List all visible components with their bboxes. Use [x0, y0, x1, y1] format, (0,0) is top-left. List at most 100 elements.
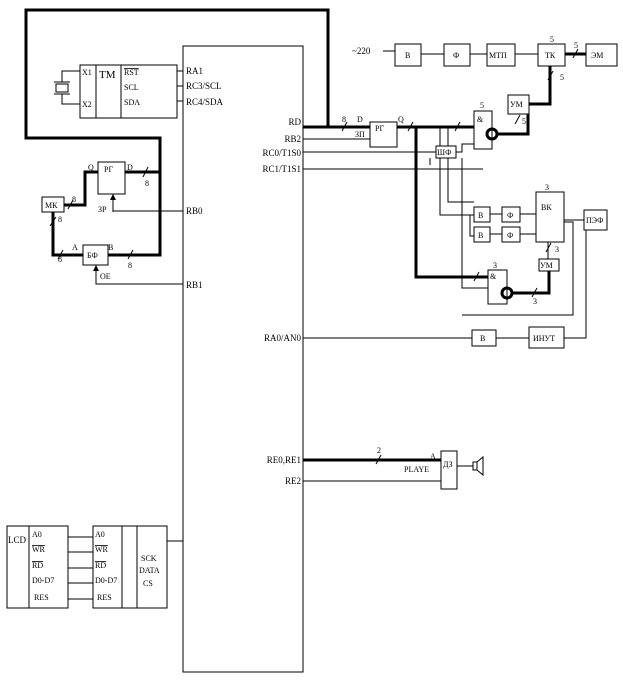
svg-text:В: В — [478, 211, 483, 220]
lcd-title: LCD — [8, 535, 27, 545]
svg-text:8: 8 — [58, 215, 62, 224]
power-rectifier — [394, 43, 422, 67]
svg-text:5: 5 — [574, 41, 578, 50]
tm-pin-rst: RST — [124, 68, 139, 77]
svg-text:Ф: Ф — [507, 211, 513, 220]
right-register-d: D — [357, 115, 363, 124]
mk-block: МК — [41, 196, 65, 213]
left-register-zr: ЗР — [98, 205, 107, 214]
svg-text:2: 2 — [377, 446, 381, 455]
svg-text:RD: RD — [95, 561, 106, 570]
mcu-pin-ra0: RA0/AN0 — [264, 333, 302, 343]
mcu-pin-rc1: RC1/T1S1 — [262, 164, 301, 174]
pef-body — [583, 209, 608, 231]
mtp-block — [486, 43, 516, 67]
crystal-icon — [55, 83, 69, 93]
vf-row-2: В Ф — [473, 226, 536, 243]
playe-label: PLAYE — [404, 465, 429, 474]
svg-text:8: 8 — [145, 179, 149, 188]
main-data-bus — [24, 8, 330, 257]
dz-body — [440, 450, 458, 490]
lcd-interface-body — [92, 525, 168, 609]
power-label: ~220 — [352, 46, 371, 56]
inut-label: ИНУТ — [533, 334, 555, 343]
svg-text:SCK: SCK — [141, 554, 157, 563]
left-register-body — [97, 161, 126, 195]
tk-label: ТК — [545, 51, 556, 60]
tm-pin-x2: X2 — [82, 100, 92, 109]
mcu-pin-rc3: RC3/SCL — [186, 81, 222, 91]
mtp-label: МТП — [489, 51, 507, 60]
svg-text:DATA: DATA — [139, 566, 160, 575]
svg-text:WR: WR — [95, 545, 109, 554]
svg-text:3: 3 — [533, 297, 537, 306]
svg-text:3: 3 — [545, 183, 549, 192]
mcu-pin-rb2: RB2 — [284, 134, 301, 144]
svg-text:5: 5 — [550, 35, 554, 44]
power-filter — [443, 43, 471, 67]
um-bottom: УМ — [538, 258, 560, 272]
vk-block: ВК 3 — [535, 183, 565, 243]
em-block — [585, 43, 618, 67]
mk-label: МК — [45, 201, 58, 210]
bf-buffer: БФ A B OE — [72, 243, 113, 281]
um-bottom-label: УМ — [540, 261, 553, 270]
svg-text:CS: CS — [143, 579, 153, 588]
svg-text:A0: A0 — [95, 530, 105, 539]
mcu-pin-rc4: RC4/SDA — [186, 97, 224, 107]
right-register-zp: ЗП — [355, 130, 365, 139]
svg-text:3: 3 — [555, 245, 559, 254]
svg-text:A0: A0 — [32, 530, 42, 539]
mcu-pin-rb1: RB1 — [186, 280, 203, 290]
svg-text:8: 8 — [72, 195, 76, 204]
lcd-module: LCD A0 WR RD D0-D7 RES — [6, 525, 69, 609]
svg-text:5: 5 — [560, 73, 564, 82]
mcu-pin-rc0: RC0/T1S0 — [262, 148, 301, 158]
microcontroller: RA1 RC3/SCL RC4/SDA RB0 RB1 RD RB2 RC0/T… — [182, 45, 304, 673]
dz-label: ДЗ — [443, 460, 453, 469]
bf-pin-a: A — [72, 243, 78, 252]
svg-text:5: 5 — [522, 117, 526, 126]
mcu-pin-re2: RE2 — [285, 476, 301, 486]
lcd-body — [6, 525, 69, 609]
right-register-label: РГ — [375, 124, 384, 133]
right-register-body — [369, 121, 398, 148]
vk-label: ВК — [541, 203, 552, 212]
and-gate-top: & 5 — [473, 101, 493, 150]
um-top: УМ — [507, 94, 530, 115]
vk-body — [535, 191, 565, 243]
svg-text:8: 8 — [342, 115, 346, 124]
mcu-pin-rd: RD — [288, 117, 301, 127]
svg-text:RES: RES — [97, 593, 112, 602]
speaker-icon — [472, 455, 484, 477]
right-register-q: Q — [398, 115, 404, 124]
shf-label: ШФ — [437, 148, 451, 157]
tm-pin-sda: SDA — [124, 98, 140, 107]
svg-text:3: 3 — [493, 261, 497, 270]
em-label: ЭМ — [591, 51, 603, 60]
left-register-label: РГ — [104, 165, 113, 174]
power-filter-label: Ф — [453, 51, 459, 60]
bf-label: БФ — [87, 251, 98, 260]
svg-text:В: В — [480, 334, 485, 343]
power-chain: В Ф МТП ТК 5 5 ЭМ — [394, 35, 618, 67]
tm-pin-scl: SCL — [124, 83, 139, 92]
right-register: РГ D ЗП Q — [355, 115, 404, 148]
svg-text:RES: RES — [34, 593, 49, 602]
mcu-body — [182, 45, 304, 673]
power-rectifier-label: В — [405, 51, 410, 60]
pef-block: ПЭФ — [583, 209, 608, 231]
svg-text:8: 8 — [128, 261, 132, 270]
left-register-d: D — [127, 163, 133, 172]
mcu-pin-re0-re1: RE0,RE1 — [267, 455, 301, 465]
tm-pin-x1: X1 — [82, 68, 92, 77]
um-top-label: УМ — [510, 100, 523, 109]
mcu-pin-ra1: RA1 — [186, 66, 203, 76]
tm-title: TM — [99, 69, 116, 81]
and-bottom-label: & — [490, 272, 497, 281]
svg-text:8: 8 — [58, 255, 62, 264]
svg-text:5: 5 — [480, 101, 484, 110]
pef-label: ПЭФ — [586, 216, 603, 225]
inut-chain: В ИНУТ — [471, 326, 565, 349]
